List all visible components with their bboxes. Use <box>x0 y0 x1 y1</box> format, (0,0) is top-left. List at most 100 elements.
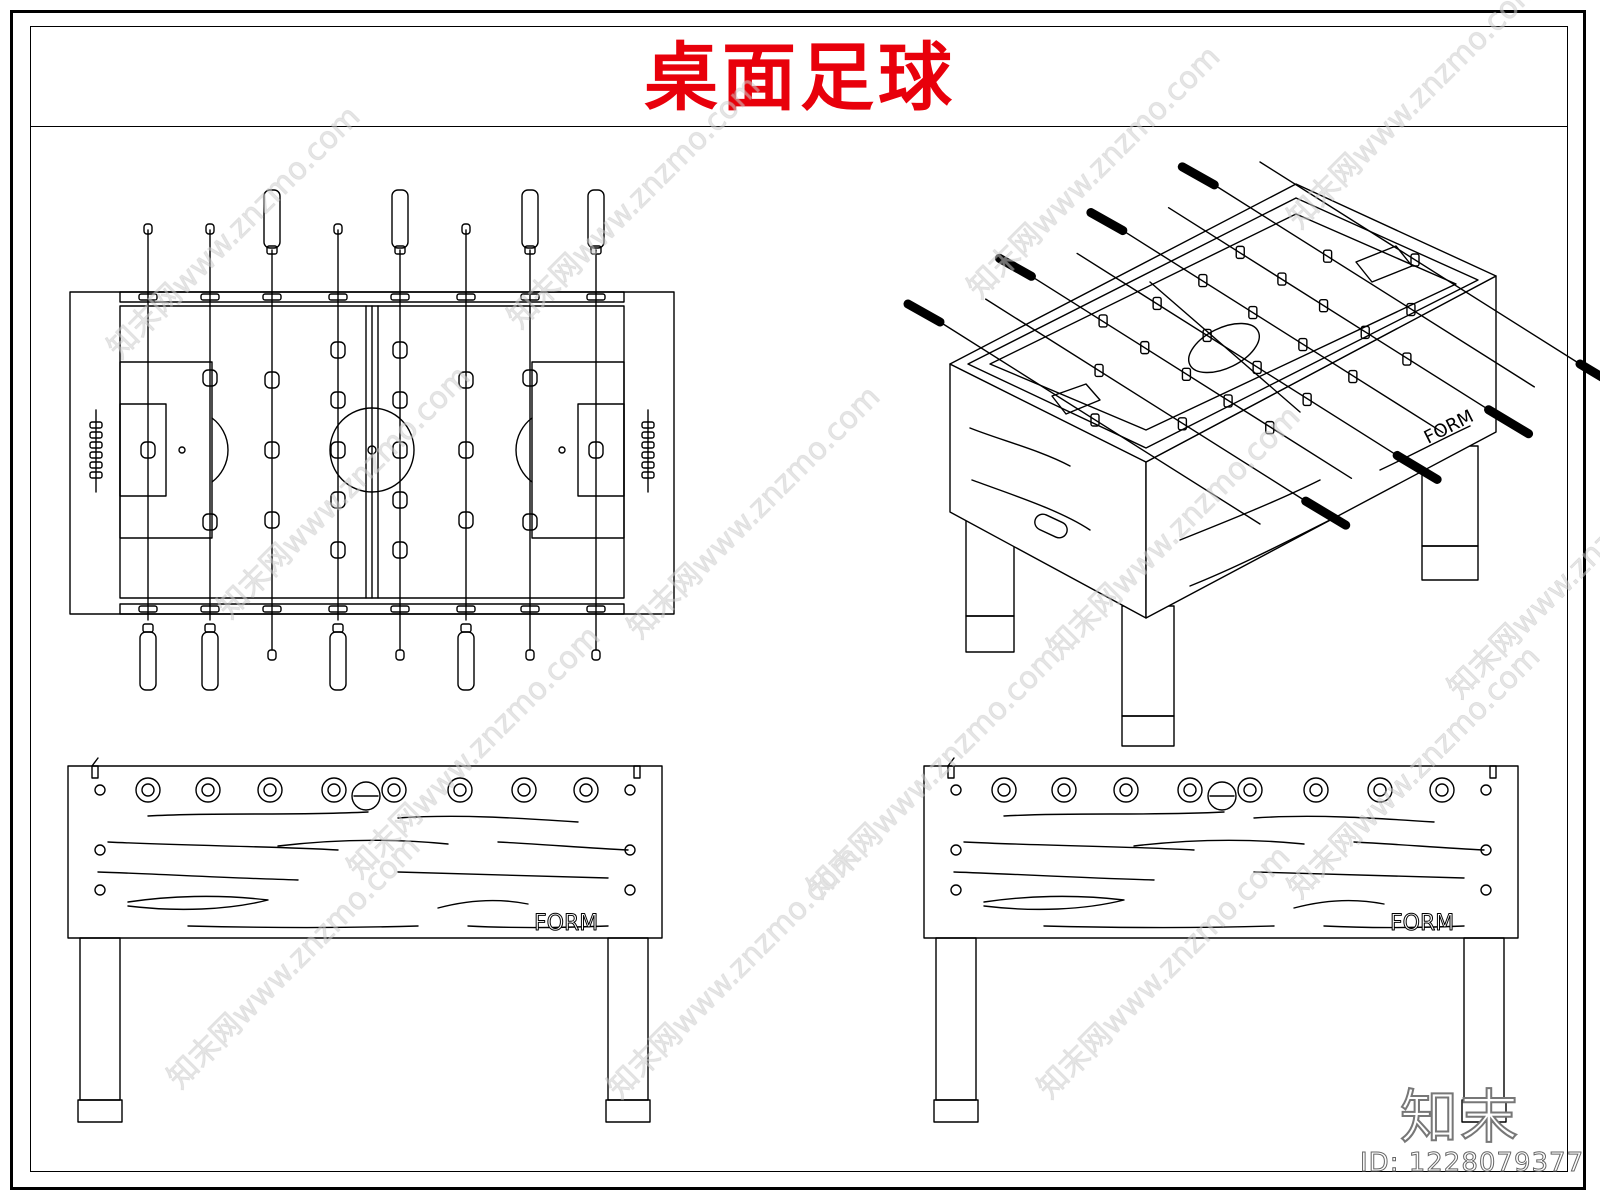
top-view-bumper <box>138 293 158 301</box>
front-view-wood-grain <box>1323 925 1465 929</box>
top-view-player <box>392 541 408 559</box>
iso-rod <box>1167 207 1490 411</box>
watermark-id: ID: 1228079377 <box>1359 1148 1585 1179</box>
top-view-bumper <box>456 293 476 301</box>
front-view-wood-grain <box>1253 815 1435 823</box>
top-view-player <box>458 371 474 389</box>
top-view-bumper <box>456 605 476 613</box>
top-view-bumper <box>138 605 158 613</box>
title-divider <box>30 126 1568 127</box>
iso-field <box>989 213 1457 431</box>
top-view-handle-grip <box>201 631 219 691</box>
iso-rod <box>1030 275 1353 479</box>
top-view-bumper <box>328 605 348 613</box>
top-view-player <box>202 513 218 531</box>
front-view-screw <box>624 784 636 796</box>
top-view-rods <box>138 189 606 691</box>
iso-player <box>1318 299 1329 313</box>
front-view-rod-hole-inner <box>1183 783 1197 797</box>
iso-rod <box>1076 252 1398 457</box>
front-view-wood-grain <box>467 925 609 929</box>
front-view-screw <box>94 844 106 856</box>
watermark-text: 知末网www.znzmo.com <box>161 829 427 1095</box>
iso-player <box>1223 394 1233 408</box>
top-view-score-left <box>89 409 103 493</box>
top-view-handle-grip <box>263 189 281 249</box>
top-view-rod-end <box>143 223 153 235</box>
top-view-rod-end <box>395 649 405 661</box>
top-view-bumper <box>200 293 220 301</box>
iso-rod <box>1122 229 1444 434</box>
front-view-wood-grain <box>1353 841 1485 851</box>
front-view-rod-hole-inner <box>327 783 341 797</box>
iso-rods <box>903 161 1600 530</box>
front-view-rod-hole <box>1051 777 1077 803</box>
front-view-screw <box>624 884 636 896</box>
front-view-rod-hole <box>1113 777 1139 803</box>
front-view-screw <box>950 884 962 896</box>
top-view-bumper <box>262 293 282 301</box>
drawing-title: 桌面足球 <box>644 35 956 121</box>
top-view-player <box>264 441 280 459</box>
top-view-handle-grip <box>521 189 539 249</box>
watermark-text: 知末网www.znzmo.com <box>601 839 867 1105</box>
front-view-brand-label: FORM <box>1390 911 1454 936</box>
front-view-foot <box>933 1099 979 1123</box>
top-view-handle-collar <box>266 245 278 255</box>
front-view-wood-grain <box>107 841 339 851</box>
front-view-rod-hole <box>1237 777 1263 803</box>
top-view-handle-grip <box>139 631 157 691</box>
top-view-center-circle <box>329 407 415 493</box>
top-view-player <box>392 441 408 459</box>
top-view-rod-end <box>591 649 601 661</box>
iso-player <box>1177 417 1188 431</box>
front-view-wood-grain <box>497 841 629 851</box>
top-view-handle-grip <box>391 189 409 249</box>
iso-box-top <box>949 183 1497 463</box>
iso-handle-grip <box>1392 450 1442 484</box>
top-view-bumper <box>586 605 606 613</box>
front-view-wood-grain <box>127 895 269 911</box>
top-view-bumper <box>262 605 282 613</box>
top-view-bumper <box>200 605 220 613</box>
front-view-peg <box>1489 765 1497 779</box>
front-view-wood-grain <box>397 815 579 823</box>
iso-player <box>1348 369 1358 384</box>
front-view-rod-hole-inner <box>141 783 155 797</box>
top-view-player <box>264 511 280 529</box>
front-view-ball-return <box>351 781 381 811</box>
top-view-rod-end <box>205 223 215 235</box>
top-view-player <box>392 391 408 409</box>
front-view-screw <box>94 784 106 796</box>
front-view-peg-top <box>91 757 99 767</box>
top-view-player <box>522 513 538 531</box>
front-view-leg <box>935 937 977 1101</box>
front-view-screw <box>950 844 962 856</box>
iso-player <box>1265 420 1275 435</box>
iso-rod <box>985 298 1307 502</box>
top-view-handle-collar <box>204 623 216 633</box>
front-view-rod-hole <box>573 777 599 803</box>
front-view-foot <box>1461 1099 1507 1123</box>
front-view-peg <box>633 765 641 779</box>
top-view-bumper <box>390 293 410 301</box>
front-view-ball-return <box>1207 781 1237 811</box>
iso-field-edge <box>967 197 1479 449</box>
iso-ball-slot <box>1034 513 1068 539</box>
top-view-player <box>392 341 408 359</box>
iso-leg-front-foot <box>1121 715 1175 747</box>
front-view-rod-hole <box>195 777 221 803</box>
iso-player <box>1248 305 1258 320</box>
watermark-text: 知末网www.znzmo.com <box>1281 0 1547 236</box>
front-view-rod-hole-inner <box>1057 783 1071 797</box>
iso-player <box>1235 245 1245 260</box>
front-view-rod-hole-inner <box>1435 783 1449 797</box>
drawing-border-inner <box>30 26 1568 1172</box>
top-view-player <box>330 341 346 359</box>
front-view-wood-grain <box>437 899 529 909</box>
front-view-peg <box>91 765 99 779</box>
front-view-wood-grain <box>1133 839 1305 847</box>
watermark-layer: 知末网www.znzmo.com 知末网www.znzmo.com 知末网www.z… <box>101 0 1600 1106</box>
top-view-handle-collar <box>332 623 344 633</box>
watermark-text: 知末网www.znzmo.com <box>211 359 477 625</box>
